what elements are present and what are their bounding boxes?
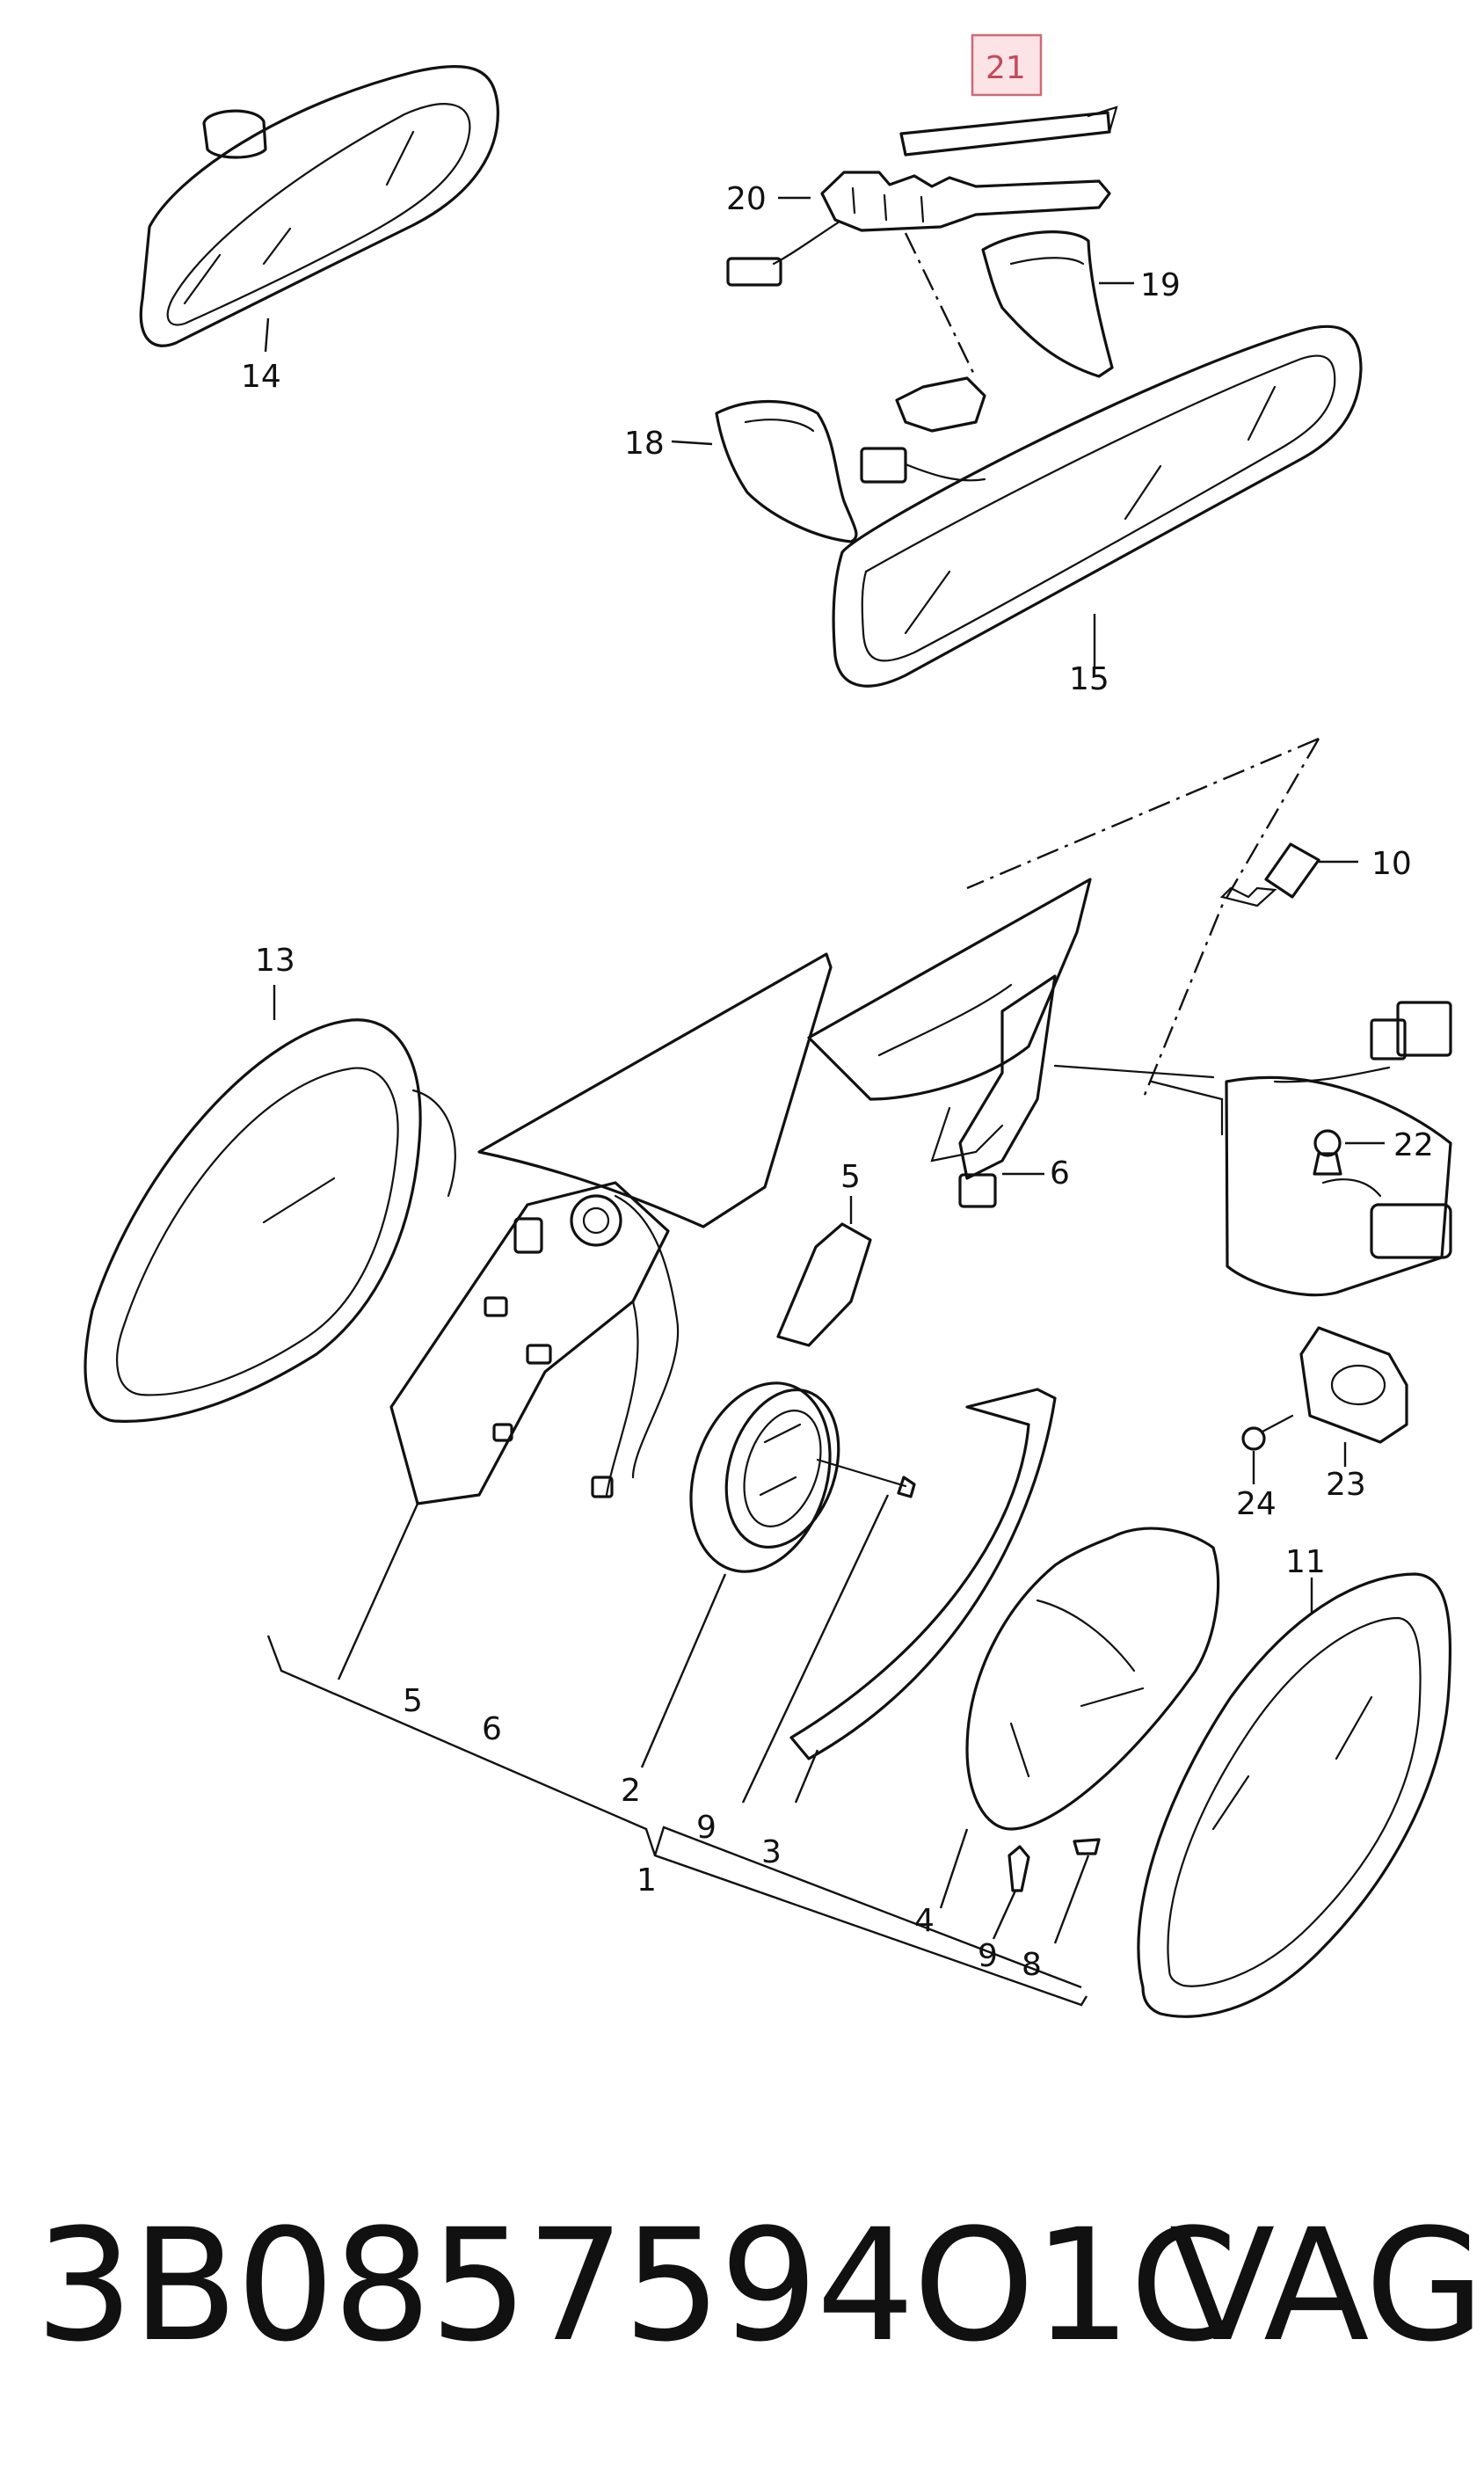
callout-24: 24 — [1236, 1486, 1277, 1522]
callout-18: 18 — [624, 426, 665, 462]
callout-5b: 5 — [840, 1159, 861, 1195]
part-number: 3B0857594O1C — [35, 2196, 1238, 2376]
screw-9 — [1008, 1845, 1030, 1892]
bolt-10 — [816, 1458, 916, 1498]
assembly-guide-line-top — [904, 232, 978, 379]
callout-10: 9 — [696, 1810, 717, 1846]
mirror-base-triangle — [477, 878, 1092, 1228]
screw-11 — [1219, 842, 1320, 907]
callout-23: 23 — [1326, 1467, 1366, 1503]
brand-name: VAG — [1169, 2196, 1484, 2376]
callout-5a: 5 — [403, 1683, 423, 1719]
seal-6 — [958, 974, 1057, 1208]
mirror-housing-4 — [965, 1527, 1220, 1831]
callout-14: 14 — [241, 359, 281, 395]
callout-1: 1 — [637, 1862, 657, 1899]
door-window-outline — [966, 737, 1320, 1100]
motor-2 — [689, 1381, 840, 1573]
callout-19: 19 — [1140, 267, 1181, 303]
wiring-harness — [1053, 1001, 1452, 1297]
callout-15: 15 — [1069, 661, 1109, 697]
interior-mirror-15 — [832, 324, 1363, 688]
highlight-box-21 — [971, 33, 1043, 97]
leader-lines — [264, 69, 1385, 1944]
part-number-caption: 3B0857594O1C VAG — [35, 2207, 1484, 2365]
callout-8: 8 — [1022, 1947, 1042, 1983]
mounting-bracket-20 — [726, 171, 1111, 287]
mirror-frame — [389, 1181, 680, 1505]
callout-6a: 6 — [482, 1711, 502, 1747]
callout-6b: 6 — [1050, 1155, 1070, 1192]
callout-22: 22 — [1393, 1127, 1434, 1163]
interior-mirror-14 — [139, 64, 499, 347]
bulb-22 — [1313, 1129, 1342, 1176]
clip-8 — [1073, 1838, 1101, 1855]
plate-23 — [1299, 1326, 1408, 1444]
gasket-5 — [776, 1222, 872, 1347]
callout-13: 13 — [255, 943, 295, 979]
cover-18 — [715, 399, 858, 543]
screw-24 — [1241, 1414, 1294, 1451]
assembly-group-bracket-1 — [266, 1635, 1088, 2007]
trim-strip-3 — [789, 1388, 1057, 1760]
connector-18 — [860, 376, 986, 484]
trim-cover-21 — [899, 106, 1118, 157]
callout-21: 21 — [986, 50, 1026, 86]
callout-3: 3 — [761, 1834, 782, 1870]
mirror-glass-12 — [1137, 1572, 1452, 2018]
callout-12: 11 — [1285, 1544, 1326, 1580]
callout-11: 10 — [1371, 846, 1412, 882]
mirror-glass-13 — [84, 1018, 456, 1423]
callout-20: 20 — [726, 181, 767, 217]
callout-9: 9 — [978, 1938, 998, 1974]
callout-4: 4 — [914, 1903, 935, 1939]
cover-19 — [981, 230, 1114, 378]
callout-2: 2 — [621, 1773, 641, 1809]
